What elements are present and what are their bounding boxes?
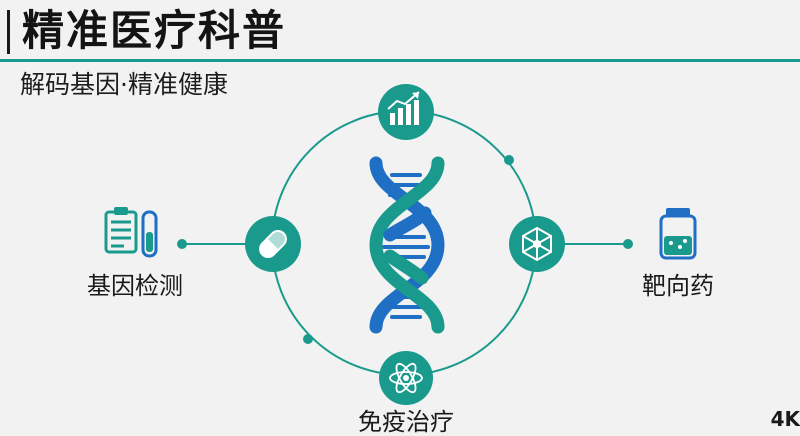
page-title: 精准医疗科普 [22,6,287,55]
watermark-text: 4K [770,407,800,431]
atom-icon [379,351,433,405]
medicine-bottle-icon [659,208,697,260]
molecule-icon [509,216,565,272]
ring-dot-lower-left [303,334,313,344]
chart-growth-icon [378,84,434,140]
node-label-targeted-drug: 靶向药 [642,272,714,300]
title-bar: 精准医疗科普 [0,0,800,62]
connector-left-dot [177,239,187,249]
title-divider [0,59,800,62]
title-accent-bar [7,10,10,54]
connector-right-dot [623,239,633,249]
precision-medicine-diagram [104,84,697,405]
ring-dot-upper-right [504,155,514,165]
capsule-pill-icon [245,216,301,272]
dna-helix-icon [369,156,445,334]
ring-circle [271,110,537,376]
clipboard-test-tube-icon [104,207,158,258]
node-label-immunotherapy: 免疫治疗 [358,408,454,436]
node-label-gene-testing: 基因检测 [87,272,183,300]
page-subtitle: 解码基因·精准健康 [20,70,228,99]
